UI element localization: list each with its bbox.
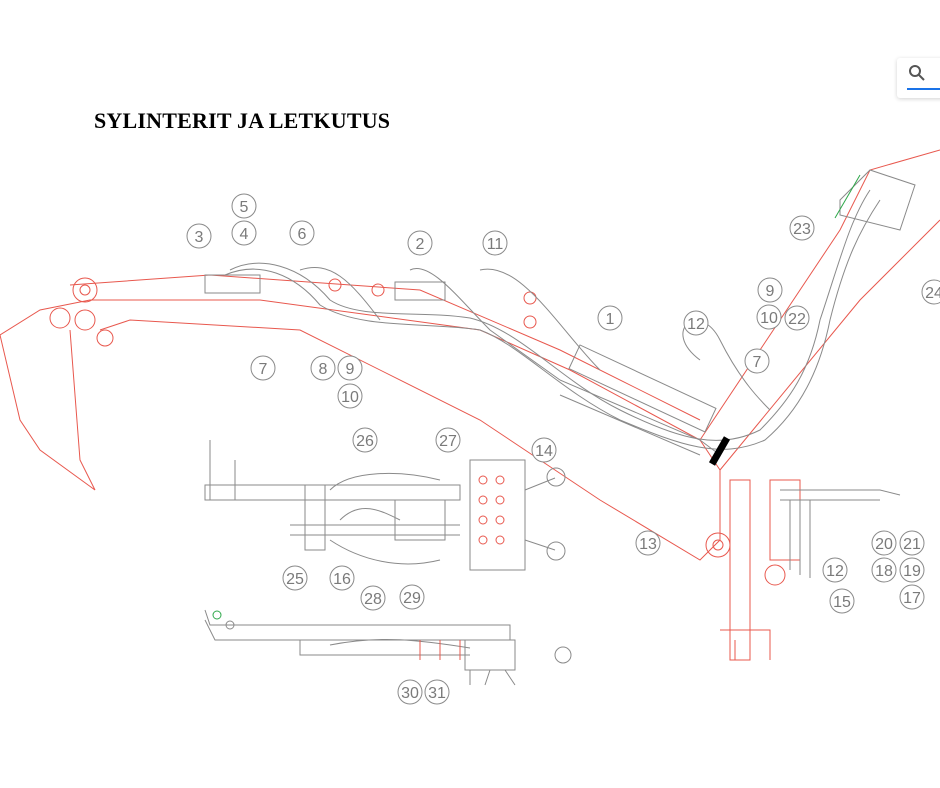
callout-number: 5 xyxy=(240,199,249,216)
callout-circle xyxy=(784,305,810,331)
callout-number: 23 xyxy=(793,221,811,238)
callout-circle xyxy=(756,304,782,330)
callout-number: 25 xyxy=(286,571,304,588)
callout-circle xyxy=(899,584,925,610)
callout-circle xyxy=(482,230,508,256)
callout-circle xyxy=(289,220,315,246)
callout-number: 13 xyxy=(639,536,657,553)
callout-number: 1 xyxy=(606,311,615,328)
search-icon xyxy=(909,65,925,81)
callout-number: 3 xyxy=(195,229,204,246)
callout-circle xyxy=(744,348,770,374)
callout-circle xyxy=(282,565,308,591)
callout-number: 16 xyxy=(333,571,351,588)
callout-number: 27 xyxy=(439,433,457,450)
callout-circle xyxy=(435,427,461,453)
callout-circle xyxy=(337,383,363,409)
callout-circle xyxy=(871,530,897,556)
callout-circle xyxy=(337,355,363,381)
page-title: SYLINTERIT JA LETKUTUS xyxy=(94,108,391,133)
callout-circle xyxy=(186,223,212,249)
callout-number: 7 xyxy=(259,361,268,378)
search-underline xyxy=(907,88,940,90)
callout-circle xyxy=(683,310,709,336)
callout-circle xyxy=(871,557,897,583)
search-widget[interactable] xyxy=(897,58,940,98)
callout-circle xyxy=(822,557,848,583)
callout-number: 7 xyxy=(753,354,762,371)
callout-number: 2 xyxy=(416,236,425,253)
callout-number: 29 xyxy=(403,590,421,607)
callout-circle xyxy=(231,193,257,219)
callout-circle xyxy=(899,557,925,583)
callout-circle xyxy=(250,355,276,381)
callout-number: 30 xyxy=(401,685,419,702)
callout-number: 26 xyxy=(356,433,374,450)
callout-circle xyxy=(352,427,378,453)
callout-number: 6 xyxy=(298,226,307,243)
boom-frame xyxy=(0,149,940,661)
callout-circle xyxy=(597,305,623,331)
callout-number: 8 xyxy=(319,361,328,378)
callout-number: 19 xyxy=(903,563,921,580)
callout-circle xyxy=(424,679,450,705)
callout-number: 18 xyxy=(875,563,893,580)
green-marker xyxy=(834,174,861,219)
callout-circle xyxy=(329,565,355,591)
callout-number: 10 xyxy=(341,389,359,406)
callout-circle xyxy=(310,355,336,381)
callout-number: 10 xyxy=(760,310,778,327)
callout-circle xyxy=(397,679,423,705)
callout-circle xyxy=(399,584,425,610)
callout-number: 21 xyxy=(903,536,921,553)
callout-number: 9 xyxy=(766,283,775,300)
callout-number: 20 xyxy=(875,536,893,553)
callout-circle xyxy=(360,585,386,611)
callout-number: 22 xyxy=(788,311,806,328)
cutter-marker xyxy=(708,436,731,466)
callout-number: 24 xyxy=(925,285,940,302)
callout-number: 11 xyxy=(487,236,504,253)
callout-number: 12 xyxy=(826,563,844,580)
callout-circle xyxy=(407,230,433,256)
callout-number: 4 xyxy=(240,226,249,243)
callout-number: 28 xyxy=(364,591,382,608)
callout-number: 31 xyxy=(428,685,446,702)
callout-number: 15 xyxy=(833,594,851,611)
callout-number: 14 xyxy=(535,443,553,460)
callout-number: 17 xyxy=(903,590,921,607)
callout-number: 9 xyxy=(346,361,355,378)
callout-circle xyxy=(921,279,940,305)
red-valve-details xyxy=(419,475,505,660)
hoses xyxy=(204,169,916,686)
callout-circle xyxy=(231,220,257,246)
callout-circle xyxy=(757,277,783,303)
callout-number: 12 xyxy=(687,316,705,333)
callout-circle xyxy=(531,437,557,463)
callout-circle xyxy=(789,215,815,241)
callout-circle xyxy=(899,530,925,556)
callout-circle xyxy=(829,588,855,614)
callout-circle xyxy=(635,530,661,556)
